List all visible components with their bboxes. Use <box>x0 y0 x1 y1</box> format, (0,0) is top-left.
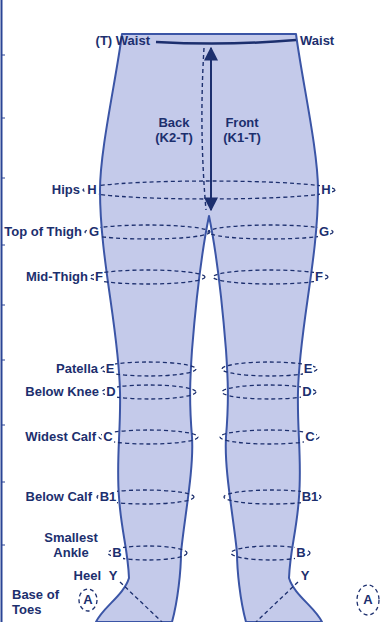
edge-ticks <box>1 55 5 545</box>
level-name: Below Knee <box>25 385 99 400</box>
level-name: Smallest Ankle <box>39 531 103 561</box>
level-name: Heel <box>74 569 101 584</box>
side-label: Waist <box>300 34 334 49</box>
level-letter: A <box>82 593 93 608</box>
level-letter: A <box>362 593 373 608</box>
level-letter: H <box>320 183 331 198</box>
edge-rule <box>1 0 3 622</box>
level-letter: B1 <box>99 490 118 505</box>
level-letter: C <box>102 430 113 445</box>
level-letter: C <box>304 430 315 445</box>
level-name: Patella <box>56 362 98 377</box>
level-letter: G <box>318 225 330 240</box>
level-name: Top of Thigh <box>4 225 82 240</box>
level-letter: B <box>111 546 122 561</box>
level-letter: Y <box>108 569 119 584</box>
level-letter: F <box>314 270 324 285</box>
level-name: Hips <box>52 183 80 198</box>
side-label: (T) Waist <box>96 34 150 49</box>
level-letter: B1 <box>301 490 320 505</box>
back-length-line <box>202 48 206 210</box>
measure-rings <box>79 181 379 622</box>
level-letter: F <box>94 270 104 285</box>
level-letter: Y <box>300 569 311 584</box>
level-letter: D <box>301 385 312 400</box>
pantyhose-outline <box>96 34 322 622</box>
length-label: Back (K2-T) <box>149 116 199 146</box>
level-name: Below Calf <box>26 490 92 505</box>
level-letter: B <box>295 546 306 561</box>
level-letter: E <box>303 362 314 377</box>
level-letter: G <box>88 225 100 240</box>
level-name: Base of Toes <box>12 588 68 618</box>
level-letter: H <box>86 183 97 198</box>
level-name: Widest Calf <box>25 430 96 445</box>
level-letter: E <box>105 362 116 377</box>
front-length-arrow <box>210 48 212 210</box>
level-letter: D <box>105 385 116 400</box>
length-label: Front (K1-T) <box>217 116 267 146</box>
waistband <box>156 40 296 44</box>
level-name: Mid-Thigh <box>26 270 88 285</box>
